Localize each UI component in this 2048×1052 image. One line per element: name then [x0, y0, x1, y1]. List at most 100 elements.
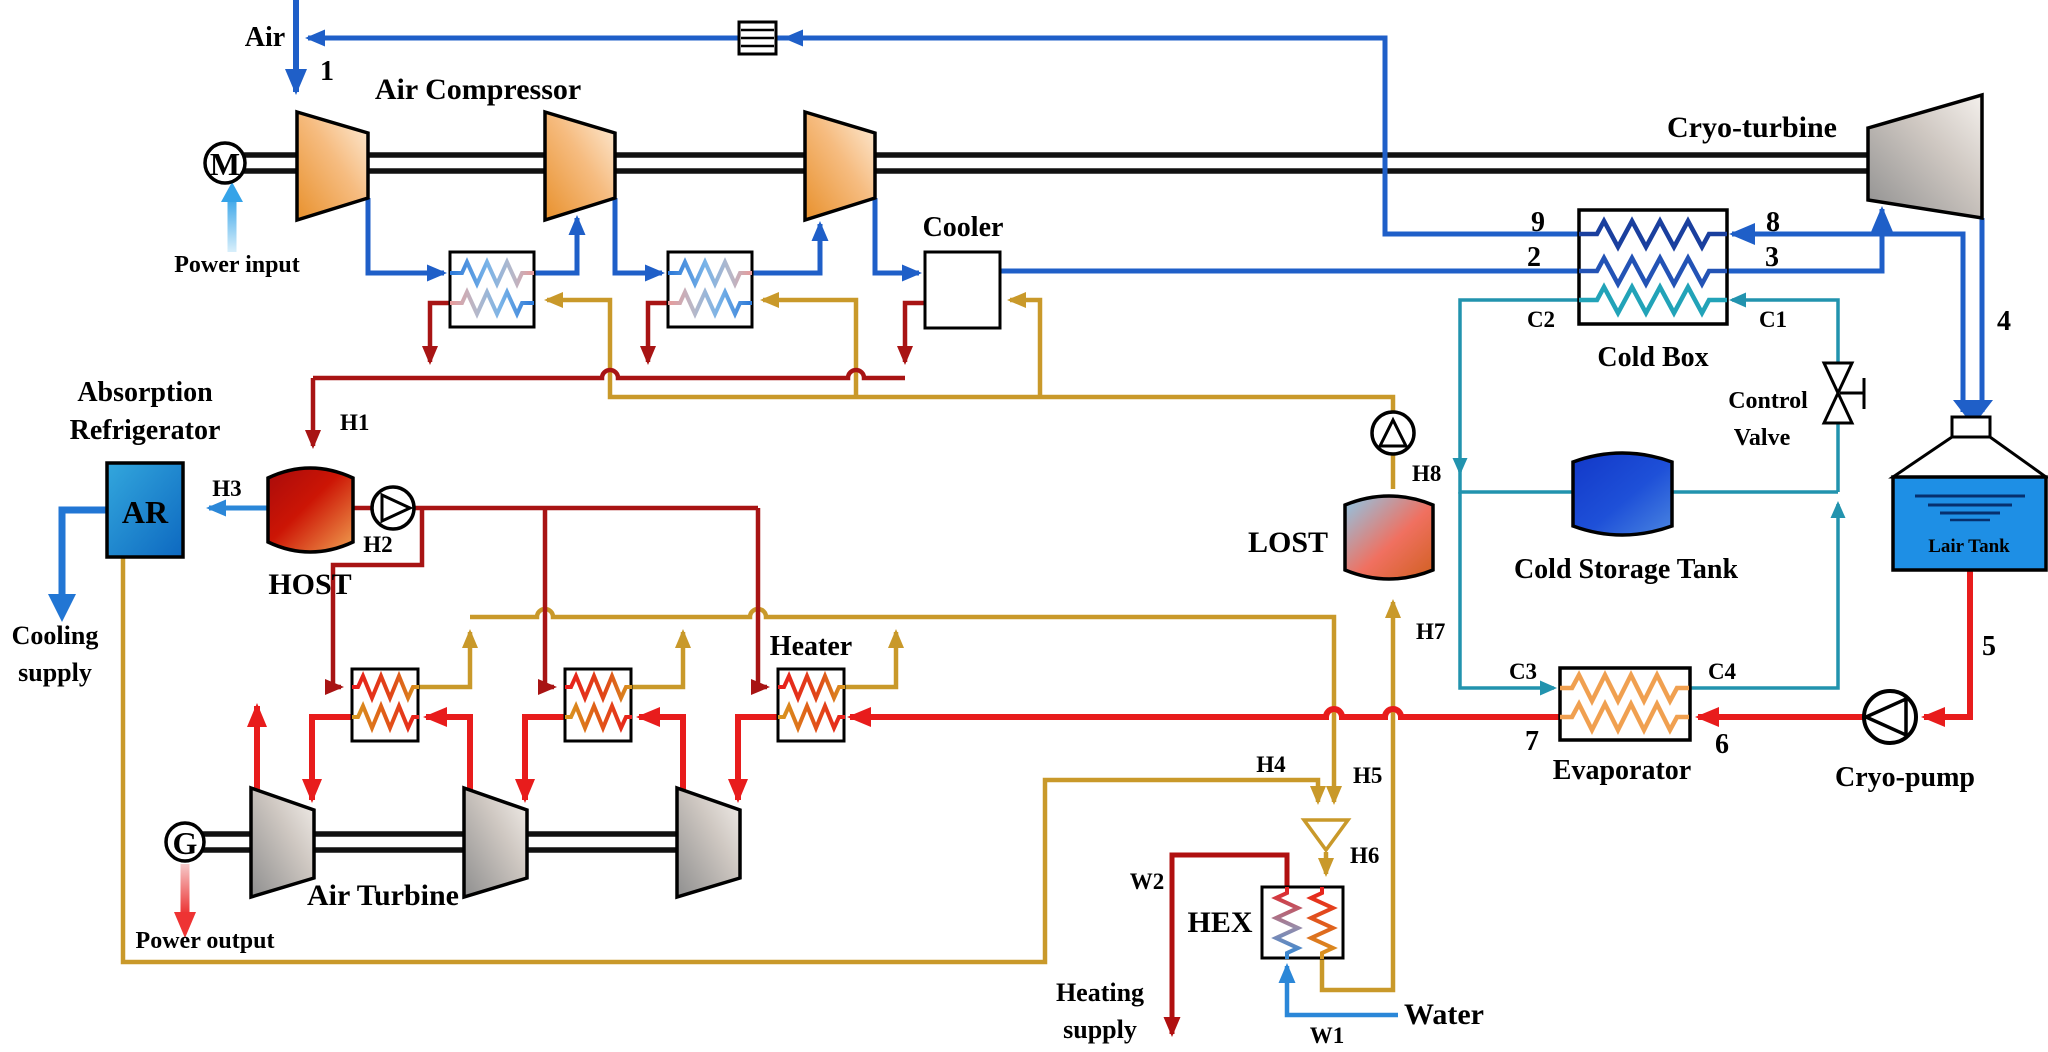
stream4-label: 4	[1997, 306, 2011, 337]
heater1-gold-riser	[418, 629, 478, 690]
h6-label: H6	[1350, 843, 1379, 868]
compressor-shaft	[244, 152, 1868, 174]
h2-label: H2	[363, 532, 392, 557]
air-compressor-label: Air Compressor	[375, 73, 581, 106]
evaporator	[1558, 666, 1692, 742]
evaporator-air-coil	[1560, 698, 1689, 736]
intercooler2-air-coil	[668, 257, 752, 289]
lost-label: LOST	[1248, 526, 1328, 559]
heater2-hot-feed	[538, 508, 557, 695]
heater1-hot-feed	[325, 508, 425, 695]
hex-label: HEX	[1187, 906, 1252, 939]
h7-label: H7	[1416, 619, 1445, 644]
cooling-supply-label-1: Cooling	[12, 621, 99, 650]
motor-symbol	[203, 141, 247, 185]
c3-line	[1458, 492, 1557, 696]
water-label: Water	[1404, 998, 1484, 1031]
stream1-label: 1	[320, 56, 334, 87]
cold-oil-lines	[120, 292, 1401, 993]
w2-label: W2	[1130, 869, 1165, 894]
intercooler1-hot-drop	[422, 300, 450, 365]
stage2-to-intercooler2	[612, 198, 665, 282]
hot-oil-lines	[305, 300, 925, 695]
h8-label: H8	[1412, 461, 1441, 486]
c4-riser-line	[1690, 514, 1840, 690]
intercooler2-oil-coil	[668, 287, 752, 319]
intercooler1-oil-coil	[450, 287, 534, 319]
stream5-line	[1921, 570, 1973, 727]
motor-letter: M	[210, 146, 240, 182]
heater3-oil-coil	[778, 670, 845, 704]
heater3	[776, 667, 846, 743]
h5-label: H5	[1353, 763, 1382, 788]
power-output-label: Power output	[136, 928, 275, 954]
w2-heating-line	[1163, 852, 1290, 1037]
power-input-label: Power input	[174, 252, 300, 278]
intercooler2-to-stage3	[752, 221, 829, 276]
intercooler1	[448, 250, 536, 329]
lair-tank-inlet-arrow	[1953, 400, 1993, 426]
generator-letter: G	[173, 825, 198, 861]
cryo-turbine-label: Cryo-turbine	[1667, 111, 1837, 144]
w1-label: W1	[1310, 1023, 1345, 1048]
heater3-air-coil	[778, 700, 845, 734]
hex-out-h7-line	[1319, 599, 1401, 993]
ar-gold-h4-line	[120, 557, 1326, 965]
cooler-hot-drop	[897, 300, 925, 365]
intercooler1-to-stage2	[534, 215, 586, 276]
cooling-supply-arrow	[48, 594, 76, 622]
host-tank	[266, 466, 355, 554]
heating-supply-label-1: Heating	[1056, 978, 1144, 1007]
control-valve-label-2: Valve	[1734, 425, 1791, 451]
hex-oil-coil	[1306, 887, 1338, 959]
stream9-label: 9	[1531, 207, 1545, 238]
lair-tank-label: Lair Tank	[1928, 536, 2010, 557]
stream7-label: 7	[1525, 726, 1539, 757]
heater2	[563, 667, 633, 743]
cold-storage-tank	[1571, 451, 1674, 537]
w1-water-line	[1278, 963, 1398, 1018]
stream9-recycle-line	[305, 29, 1579, 237]
power-input-arrow-head	[221, 182, 243, 202]
lair-tank: Lair Tank	[1888, 415, 2048, 572]
generator-symbol	[164, 821, 206, 863]
heater3-to-turbine3	[728, 714, 778, 803]
c1-line	[1729, 292, 1840, 363]
cryo-turbine	[1866, 92, 1984, 221]
lost-tank	[1343, 494, 1435, 581]
oil-mixer-funnel	[1300, 818, 1352, 853]
intercooler1-air-coil	[450, 257, 534, 289]
stream7-line	[847, 706, 1560, 727]
host-label: HOST	[268, 568, 351, 601]
stream8-line	[1729, 223, 1966, 412]
power-output-arrow-head	[174, 912, 196, 938]
air-charging-lines	[285, 0, 1985, 412]
cold-box-coil-c2-c1	[1579, 282, 1727, 318]
stage3-to-cooler	[872, 198, 922, 282]
c3-label: C3	[1509, 659, 1537, 684]
h4-label: H4	[1256, 752, 1286, 777]
cooling-supply-label-2: supply	[18, 658, 92, 687]
lost-pump	[1370, 410, 1416, 456]
control-valve-label-1: Control	[1728, 388, 1808, 414]
gold-header-h5	[470, 606, 1342, 805]
gold-branch-cooler	[1007, 292, 1043, 397]
compressor-stage2	[543, 109, 617, 223]
control-valve	[1821, 361, 1866, 425]
hex-heat-exchanger	[1260, 885, 1345, 960]
c4-label: C4	[1708, 659, 1737, 684]
heater2-oil-coil	[565, 670, 632, 704]
heater2-to-turbine2	[515, 714, 565, 803]
h1-header	[313, 367, 905, 381]
turbine3-exhaust-to-heater2	[636, 707, 686, 790]
h8-return-header	[544, 292, 1396, 412]
intercooler2-hot-drop	[640, 300, 668, 365]
cooler-box	[923, 250, 1002, 330]
stream5-label: 5	[1982, 631, 1996, 662]
cooling-supply-line	[58, 506, 107, 594]
ar-label: AR	[122, 494, 169, 530]
hex-water-coil	[1271, 887, 1303, 959]
evaporator-label: Evaporator	[1553, 755, 1691, 786]
cryo-pump	[1861, 689, 1918, 745]
compressor-stage1	[295, 109, 370, 223]
